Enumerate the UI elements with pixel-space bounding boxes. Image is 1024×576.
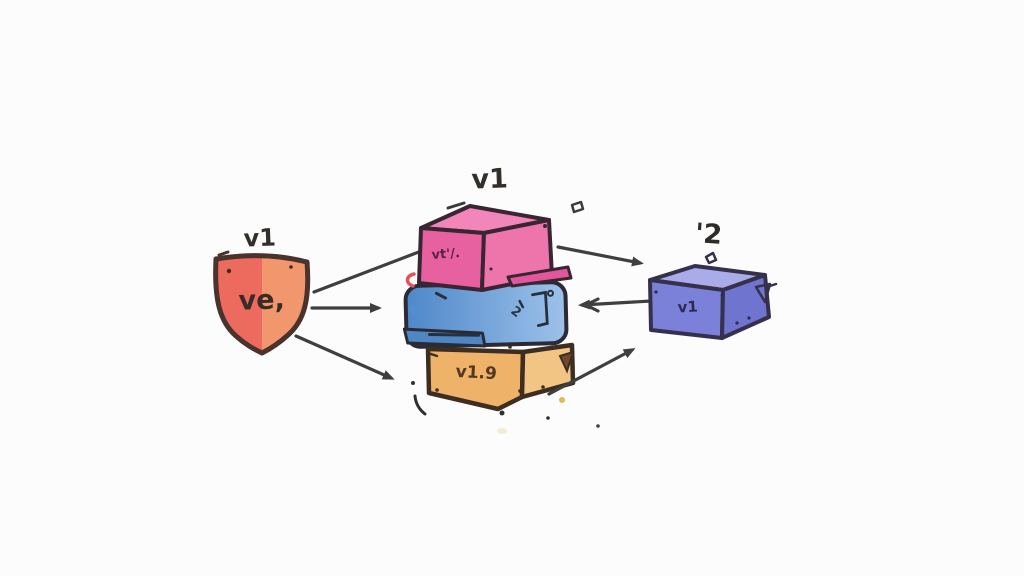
- pink-box-dot-2: [489, 267, 493, 271]
- pink-box: vt'/.: [417, 204, 573, 292]
- orange-box-marks: [426, 345, 545, 393]
- shield-left-half: [215, 256, 262, 353]
- blue-box: 2: [402, 280, 569, 349]
- speckles: [405, 272, 600, 434]
- orange-box-text: v1.9: [455, 362, 497, 384]
- shield-dot-left: [226, 268, 232, 274]
- dark-speck-1: [411, 381, 415, 385]
- pink-box-flap: [506, 265, 573, 288]
- arrow-purple-to-blue-chevron: [582, 297, 600, 313]
- purple-box: v1 '2: [648, 218, 778, 340]
- arrow-shield-to-orange: [294, 334, 395, 380]
- purple-box-right-tick: [768, 282, 778, 288]
- shield-outline: [213, 253, 311, 356]
- orange-box-notch: [558, 350, 575, 374]
- shield-text: ve,: [238, 284, 285, 317]
- purple-box-dots: [654, 290, 751, 325]
- dark-speck-4: [596, 424, 600, 428]
- dark-speck-3: [546, 416, 550, 420]
- blue-speck: [409, 304, 419, 316]
- purple-box-triangle-doodle: [754, 282, 772, 304]
- stack-square-mark: [570, 200, 585, 214]
- stack-label-above: v1: [471, 163, 508, 195]
- dark-speck-2: [499, 410, 505, 416]
- shield-right-half: [262, 256, 308, 353]
- pink-box-dot-1: [543, 224, 547, 228]
- shield: ve, v1: [213, 223, 311, 356]
- curved-dash: [413, 394, 427, 416]
- yellow-speck: [559, 397, 565, 403]
- pale-smudge: [497, 428, 507, 434]
- shield-dot-right: [289, 265, 293, 269]
- arrow-orange-to-purple: [547, 348, 636, 396]
- blue-box-marks: [428, 289, 554, 337]
- blue-box-flap: [402, 327, 487, 348]
- orange-box-side-face: [519, 342, 576, 400]
- purple-square-mark: [704, 251, 718, 265]
- arrows-shield-to-stack: [294, 248, 426, 380]
- arrow-shield-to-pink: [312, 248, 426, 294]
- arrow-purple-to-blue: [578, 299, 653, 310]
- purple-box-text: v1: [677, 297, 698, 316]
- pink-box-text: vt'/.: [431, 246, 460, 263]
- arrow-pink-to-purple: [556, 245, 644, 267]
- orange-box: v1.9: [425, 342, 576, 412]
- stack-dash-mark: [446, 201, 466, 210]
- red-squiggle: [405, 272, 416, 288]
- shield-label-above: v1: [243, 223, 276, 252]
- shield-top-nub: [217, 250, 230, 257]
- orange-box-front-face: [425, 346, 526, 412]
- purple-box-label-above: '2: [694, 218, 723, 251]
- arrows-stack-right: [547, 245, 653, 396]
